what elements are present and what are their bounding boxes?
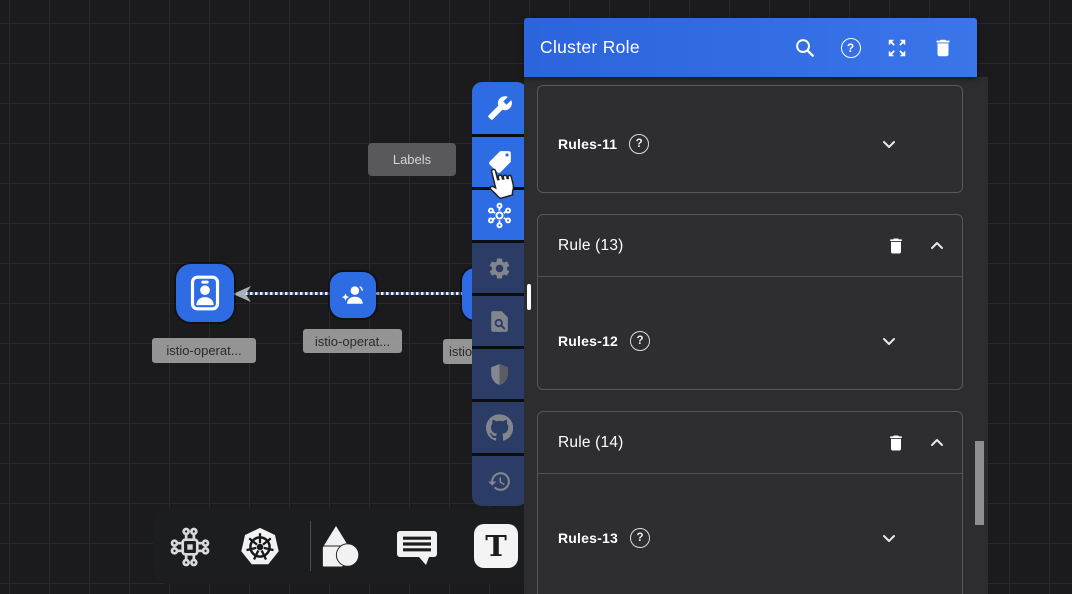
trash-icon — [936, 39, 949, 56]
tag-icon — [488, 151, 511, 173]
chevron-down-icon[interactable] — [880, 135, 898, 153]
kubernetes-button[interactable] — [236, 523, 284, 571]
comment-icon — [397, 531, 437, 565]
help-icon[interactable]: ? — [629, 331, 650, 351]
rules-accordion-header[interactable]: Rules-13 ? — [558, 513, 962, 563]
rule-card-header[interactable]: Rule (14) — [538, 412, 962, 474]
edge-dotted — [240, 292, 332, 295]
shield-icon — [491, 363, 508, 385]
rule-card: Rule (14) Rules-13 ? — [537, 411, 963, 594]
scan-document-button[interactable] — [472, 296, 527, 346]
help-icon[interactable]: ? — [629, 134, 650, 154]
rules-label: Rules-11 — [558, 136, 618, 152]
node-istio-operator-1[interactable] — [176, 264, 234, 322]
shapes-icon — [321, 526, 360, 568]
side-toolbar — [472, 82, 527, 506]
rule-title: Rule (13) — [558, 236, 624, 254]
rules-label: Rules-13 — [558, 530, 618, 546]
shapes-button[interactable] — [313, 522, 363, 572]
chevron-down-icon[interactable] — [880, 529, 898, 547]
panel-title: Cluster Role — [540, 37, 640, 57]
hub-snowflake-icon — [487, 202, 512, 228]
help-icon[interactable]: ? — [629, 528, 650, 548]
security-shield-button[interactable] — [472, 349, 527, 399]
cluster-role-panel: Rules-11 ? Rule (13) Rules-12 ? — [524, 18, 988, 594]
history-clock-icon — [488, 471, 510, 491]
comment-button[interactable] — [392, 522, 442, 572]
id-badge-icon — [190, 275, 220, 311]
rules-accordion-header[interactable]: Rules-12 ? — [558, 316, 962, 366]
chevron-up-icon[interactable] — [928, 434, 946, 452]
text-tool-button[interactable]: T — [474, 524, 518, 568]
rules-label: Rules-12 — [558, 333, 618, 349]
node-label: istio-operat... — [303, 329, 402, 353]
panel-scrollbar[interactable] — [975, 441, 984, 525]
fullscreen-button[interactable] — [885, 36, 908, 59]
delete-panel-button[interactable] — [931, 36, 954, 59]
search-button[interactable] — [793, 36, 816, 59]
delete-rule-button[interactable] — [886, 433, 906, 453]
document-search-icon — [491, 310, 508, 332]
rule-card-header[interactable]: Rule (13) — [538, 215, 962, 277]
rule-title: Rule (14) — [558, 433, 624, 451]
toolbar-divider — [310, 521, 311, 571]
hand-cursor-icon — [489, 168, 515, 200]
rules-accordion-header[interactable]: Rules-11 ? — [558, 119, 962, 169]
node-label: istio-operat... — [152, 338, 256, 363]
panel-header-actions: ? — [793, 18, 954, 77]
trash-icon — [890, 238, 902, 253]
panel-body: Rules-11 ? Rule (13) Rules-12 ? — [524, 77, 988, 594]
rule-card: Rules-11 ? — [537, 85, 963, 193]
github-button[interactable] — [472, 402, 527, 453]
help-button[interactable]: ? — [839, 36, 862, 59]
node-istio-operator-2[interactable] — [330, 272, 376, 318]
panel-resize-handle[interactable] — [527, 284, 531, 310]
settings-button[interactable] — [472, 243, 527, 293]
text-tool-icon: T — [474, 524, 518, 568]
history-button[interactable] — [472, 456, 527, 506]
integrations-button[interactable] — [166, 523, 214, 571]
arrowhead-icon — [233, 286, 251, 302]
panel-header: Cluster Role ? — [524, 18, 977, 77]
help-icon: ? — [840, 37, 861, 58]
build-tool-button[interactable] — [472, 82, 527, 134]
rule-card: Rule (13) Rules-12 ? — [537, 214, 963, 390]
kubernetes-icon — [241, 527, 279, 565]
bottom-dock: T — [153, 508, 540, 584]
person-add-icon — [341, 286, 363, 304]
chevron-down-icon[interactable] — [880, 332, 898, 350]
chevron-up-icon[interactable] — [928, 237, 946, 255]
trash-icon — [890, 435, 902, 450]
edge-dotted — [376, 292, 474, 295]
integrations-icon — [170, 527, 210, 567]
github-icon — [486, 414, 513, 441]
gear-icon — [489, 258, 510, 278]
labels-tooltip: Labels — [368, 143, 456, 176]
wrench-icon — [487, 96, 512, 120]
fullscreen-icon — [888, 39, 905, 56]
search-icon — [796, 39, 814, 57]
delete-rule-button[interactable] — [886, 236, 906, 256]
